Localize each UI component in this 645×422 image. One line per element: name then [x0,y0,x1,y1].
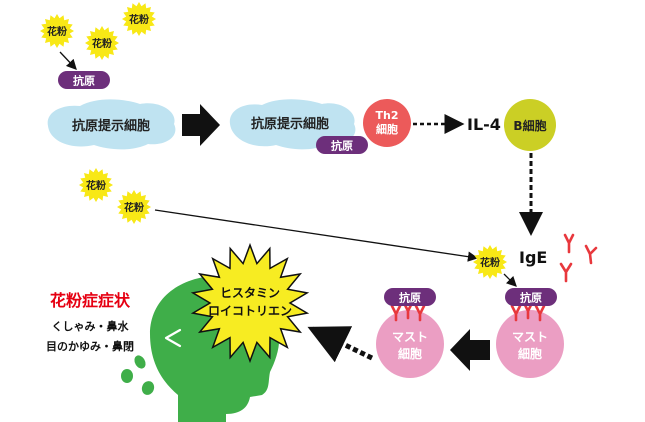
dotted-arrow-release [307,326,374,363]
th2-cell: Th2 細胞 [363,99,411,147]
mast-label-line1: マスト [392,330,428,344]
il4-label: IL-4 [467,115,501,134]
apc-label: 抗原提示細胞 [251,116,329,132]
antigen-badge-mast-right: 抗原 [505,288,557,306]
symptoms-title: 花粉症症状 [50,291,131,310]
ige-antibody-icon [584,244,598,265]
closed-eye-icon [164,328,182,348]
antigen-badge-mast-left: 抗原 [384,288,436,306]
big-arrow-left-icon [450,329,490,371]
apc-cell-left: 抗原提示細胞 [47,99,176,150]
arrow-pollen-to-mast [154,209,479,262]
antigen-label: 抗原 [331,139,353,153]
pollen-burst-4: 花粉 [79,168,113,202]
mast-cell-left: マスト 細胞 [376,310,444,378]
big-arrow-right-icon [182,104,220,146]
ige-antibody-icon [559,262,573,283]
pollen-burst-3: 花粉 [122,2,156,36]
pollen-label: 花粉 [47,25,67,38]
pollen-label: 花粉 [129,13,149,26]
mast-receptors-left-icon [390,301,426,322]
pollen-burst-5: 花粉 [117,190,151,224]
ige-antibody-icon [563,233,575,254]
arrow-pollen-to-antigen-small [503,273,517,287]
mast-label-line2: 細胞 [518,346,542,361]
histamine-line1: ヒスタミン [220,286,280,300]
mast-cell-right: マスト 細胞 [496,310,564,378]
apc-label: 抗原提示細胞 [72,118,150,134]
pollen-label: 花粉 [480,256,500,269]
th2-label-line1: Th2 [376,109,399,122]
b-cell: B細胞 [504,99,556,151]
pollen-burst-1: 花粉 [40,14,74,48]
antigen-badge-top: 抗原 [58,71,110,89]
antigen-badge-apc: 抗原 [316,136,368,154]
histamine-burst: ヒスタミン ロイコトリエン [190,242,310,364]
pollen-burst-2: 花粉 [85,26,119,60]
antigen-label: 抗原 [520,291,542,305]
mast-label-line2: 細胞 [398,346,422,361]
arrow-pollen-to-antigen [59,51,77,70]
antigen-label: 抗原 [73,74,95,88]
pollen-label: 花粉 [86,179,106,192]
pollen-burst-6: 花粉 [473,245,507,279]
histamine-line2: ロイコトリエン [208,304,292,318]
mast-label-line1: マスト [512,330,548,344]
bcell-label: B細胞 [513,118,546,133]
sneeze-droplets-icon [121,355,155,395]
pollen-label: 花粉 [124,201,144,214]
symptoms-line2: 目のかゆみ・鼻閉 [46,339,134,353]
ige-label: IgE [519,248,547,267]
pollen-label: 花粉 [92,37,112,50]
symptoms-line1: くしゃみ・鼻水 [52,319,130,333]
th2-label-line2: 細胞 [376,122,398,136]
antigen-label: 抗原 [399,291,421,305]
